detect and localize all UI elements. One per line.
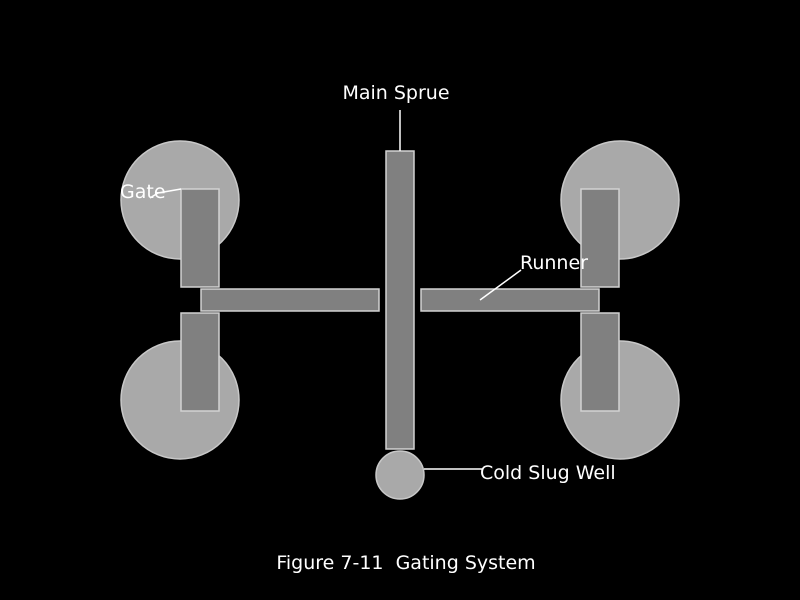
runner-label: Runner — [520, 252, 588, 274]
cavity-bottom-left — [120, 340, 240, 460]
gate-top-left — [180, 188, 220, 288]
main-sprue — [385, 150, 415, 450]
gate-label: Gate — [120, 181, 166, 203]
cold-slug-well — [375, 450, 425, 500]
runner-left — [200, 288, 380, 312]
gate-bottom-right — [580, 312, 620, 412]
figure-caption: Figure 7-11 Gating System — [276, 552, 535, 574]
cold-slug-well-label: Cold Slug Well — [480, 462, 616, 484]
gate-bottom-left — [180, 312, 220, 412]
gate-top-right — [580, 188, 620, 288]
cavity-bottom-right — [560, 340, 680, 460]
cavity-top-right — [560, 140, 680, 260]
runner-leader — [479, 269, 522, 301]
gate-leader — [149, 188, 182, 199]
runner-right — [420, 288, 600, 312]
main-sprue-label: Main Sprue — [342, 82, 449, 104]
